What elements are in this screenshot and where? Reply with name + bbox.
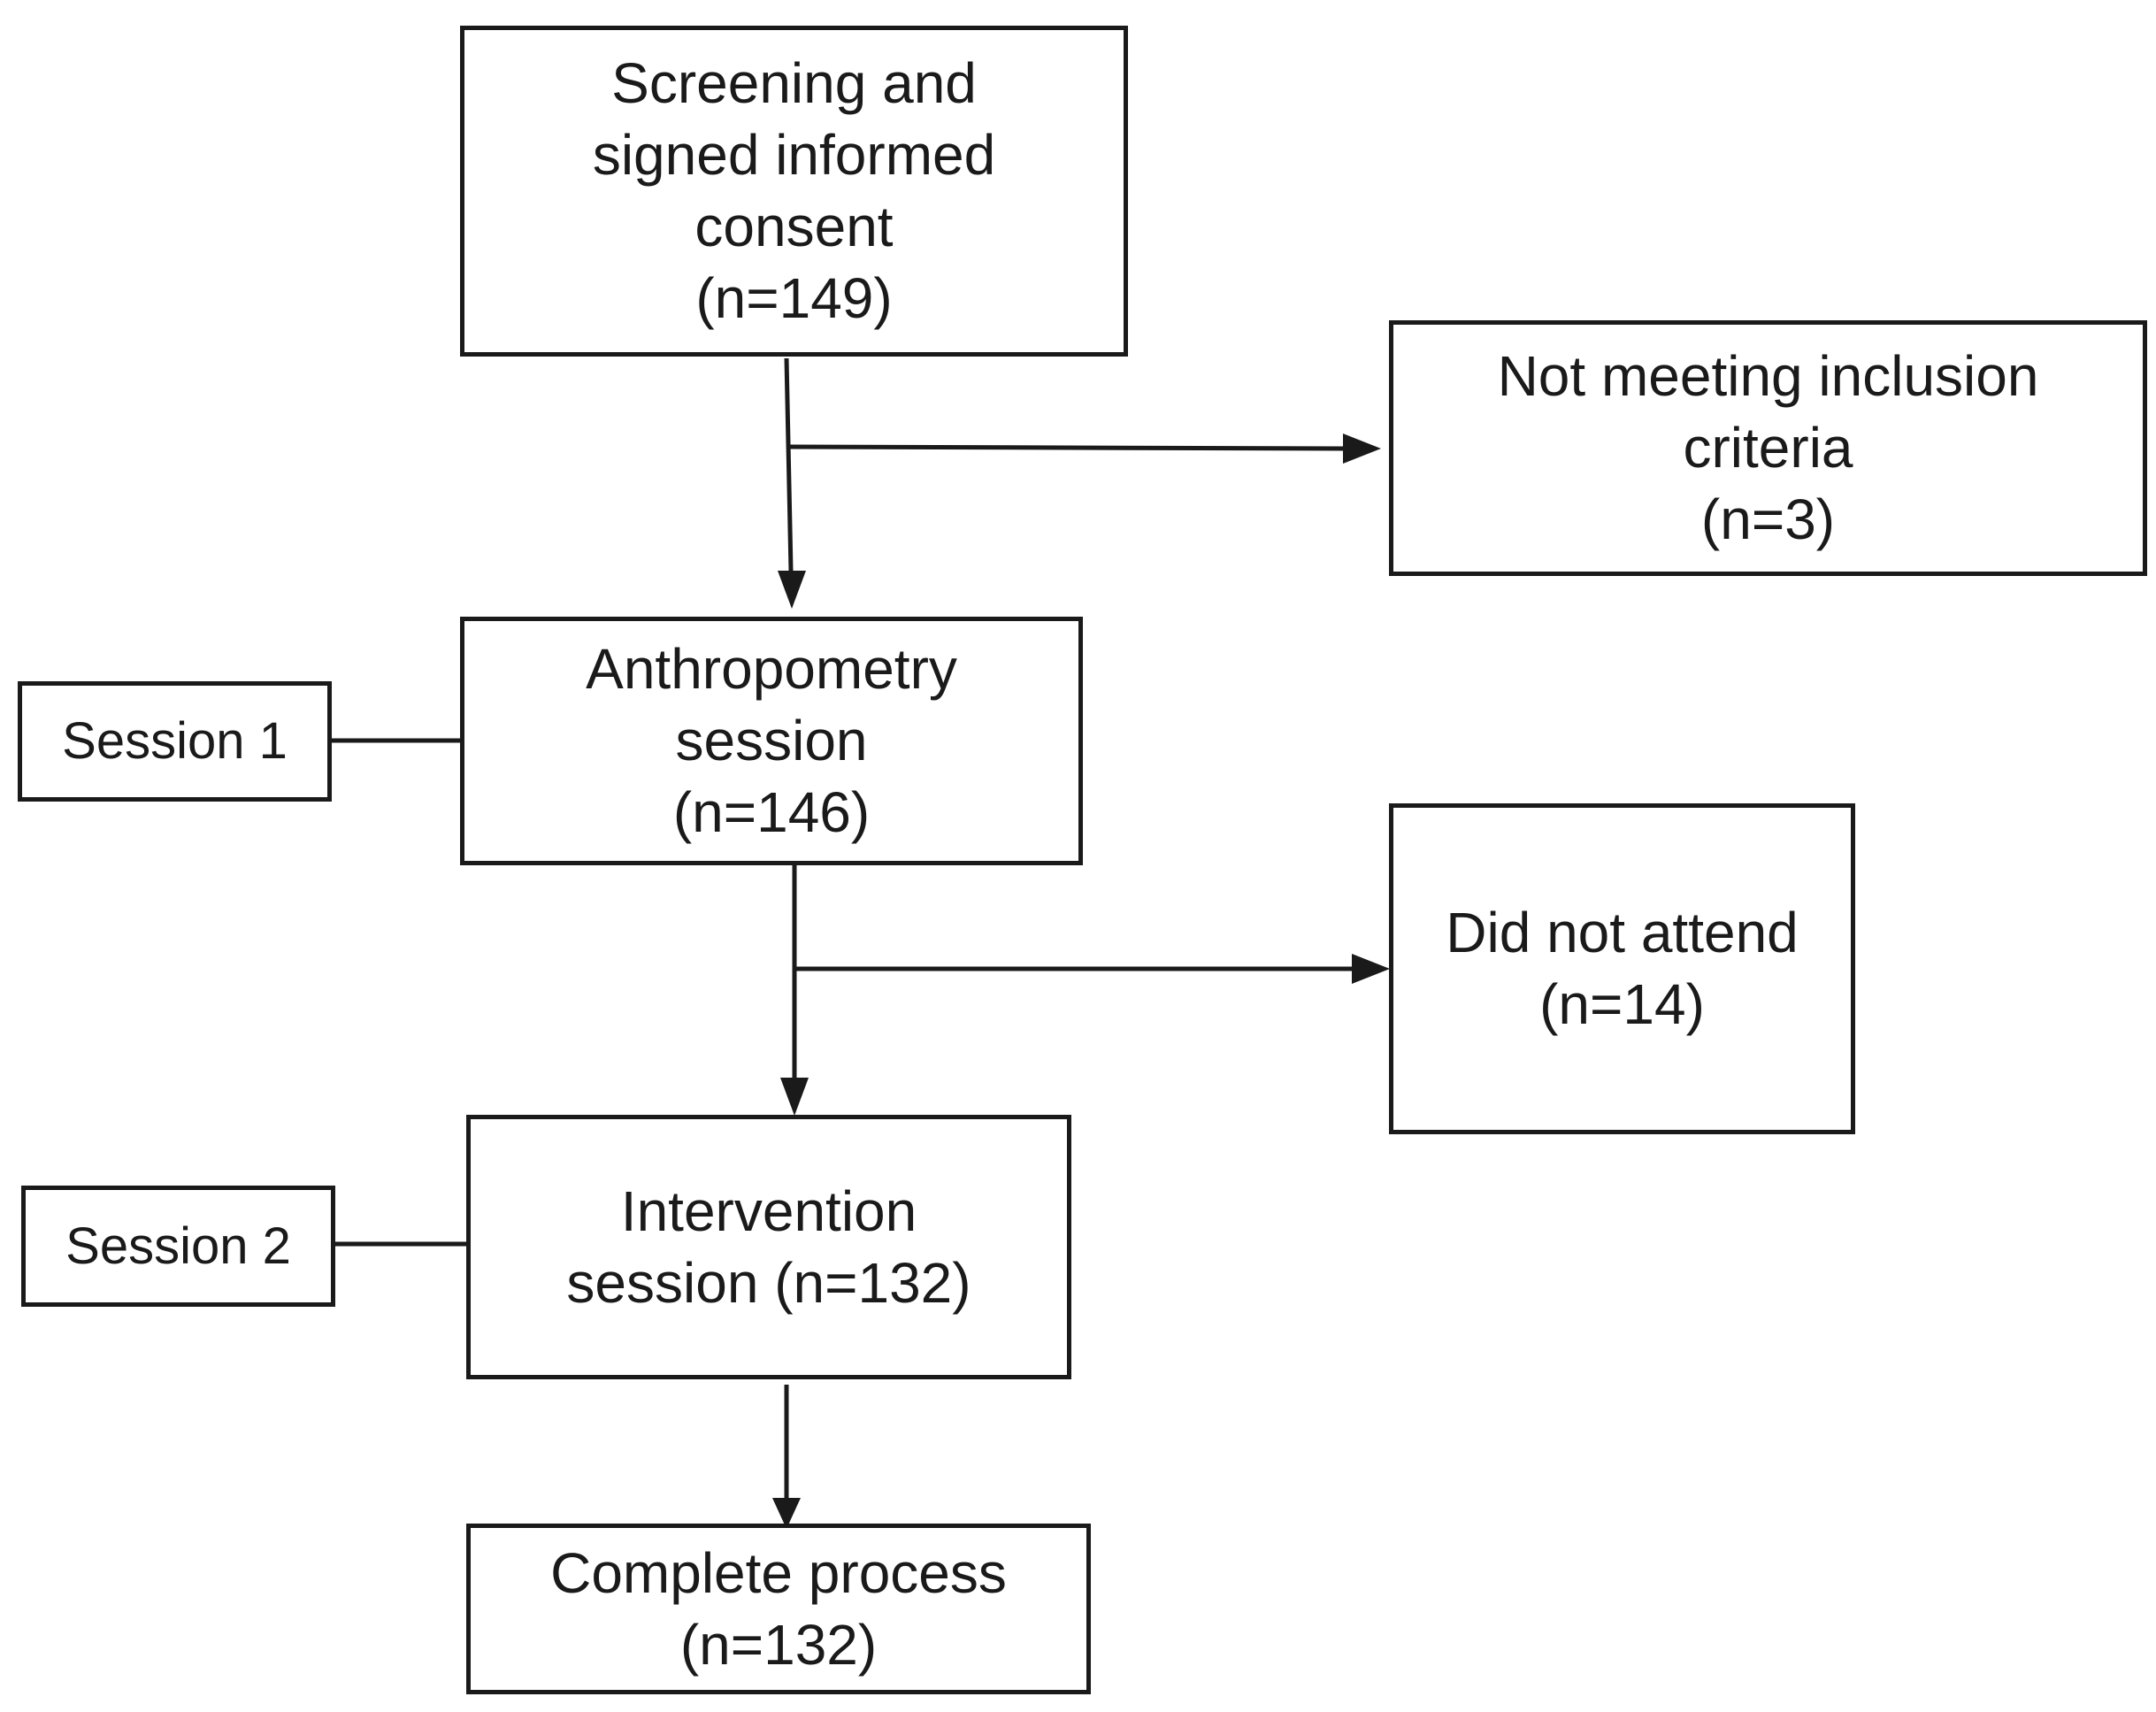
- did-not-attend-line-1: Did not attend: [1446, 901, 1799, 964]
- anthropometry-line-2: session: [675, 709, 868, 772]
- anthropometry-box: Anthropometry session (n=146): [460, 617, 1083, 865]
- anthropometry-count: (n=146): [672, 780, 871, 844]
- complete-line-1: Complete process: [550, 1540, 1007, 1605]
- complete-box: Complete process (n=132): [466, 1524, 1091, 1694]
- session1-label: Session 1: [62, 712, 288, 770]
- session1-box: Session 1: [18, 681, 332, 802]
- screening-box: Screening and signed informed consent (n…: [460, 26, 1128, 357]
- screening-line-1: Screening and: [611, 51, 977, 115]
- did-not-attend-box: Did not attend (n=14): [1389, 803, 1855, 1134]
- screening-count: (n=149): [695, 266, 893, 330]
- intervention-line-2: session (n=132): [566, 1250, 971, 1315]
- intervention-box: Intervention session (n=132): [466, 1115, 1071, 1379]
- excluded-count: (n=3): [1700, 487, 1836, 551]
- excluded-line-2: criteria: [1683, 416, 1853, 480]
- arrowhead-to-did-not-attend: [1352, 954, 1390, 984]
- excluded-line-1: Not meeting inclusion: [1497, 344, 2039, 408]
- session2-label: Session 2: [65, 1217, 291, 1275]
- connector-branch-to-excluded: [789, 444, 1346, 451]
- did-not-attend-count: (n=14): [1539, 972, 1705, 1036]
- excluded-box: Not meeting inclusion criteria (n=3): [1389, 320, 2147, 576]
- complete-count: (n=132): [679, 1612, 878, 1677]
- session2-box: Session 2: [21, 1186, 335, 1307]
- screening-line-3: consent: [694, 195, 894, 258]
- arrowhead-to-anthropometry: [778, 571, 806, 609]
- arrowhead-to-complete: [772, 1498, 801, 1529]
- arrowhead-to-excluded: [1343, 434, 1381, 464]
- connector-screening-to-anthropometry: [784, 357, 794, 572]
- intervention-line-1: Intervention: [620, 1178, 917, 1243]
- arrowhead-to-intervention: [780, 1078, 809, 1116]
- screening-line-2: signed informed: [592, 123, 996, 187]
- anthropometry-line-1: Anthropometry: [586, 637, 957, 701]
